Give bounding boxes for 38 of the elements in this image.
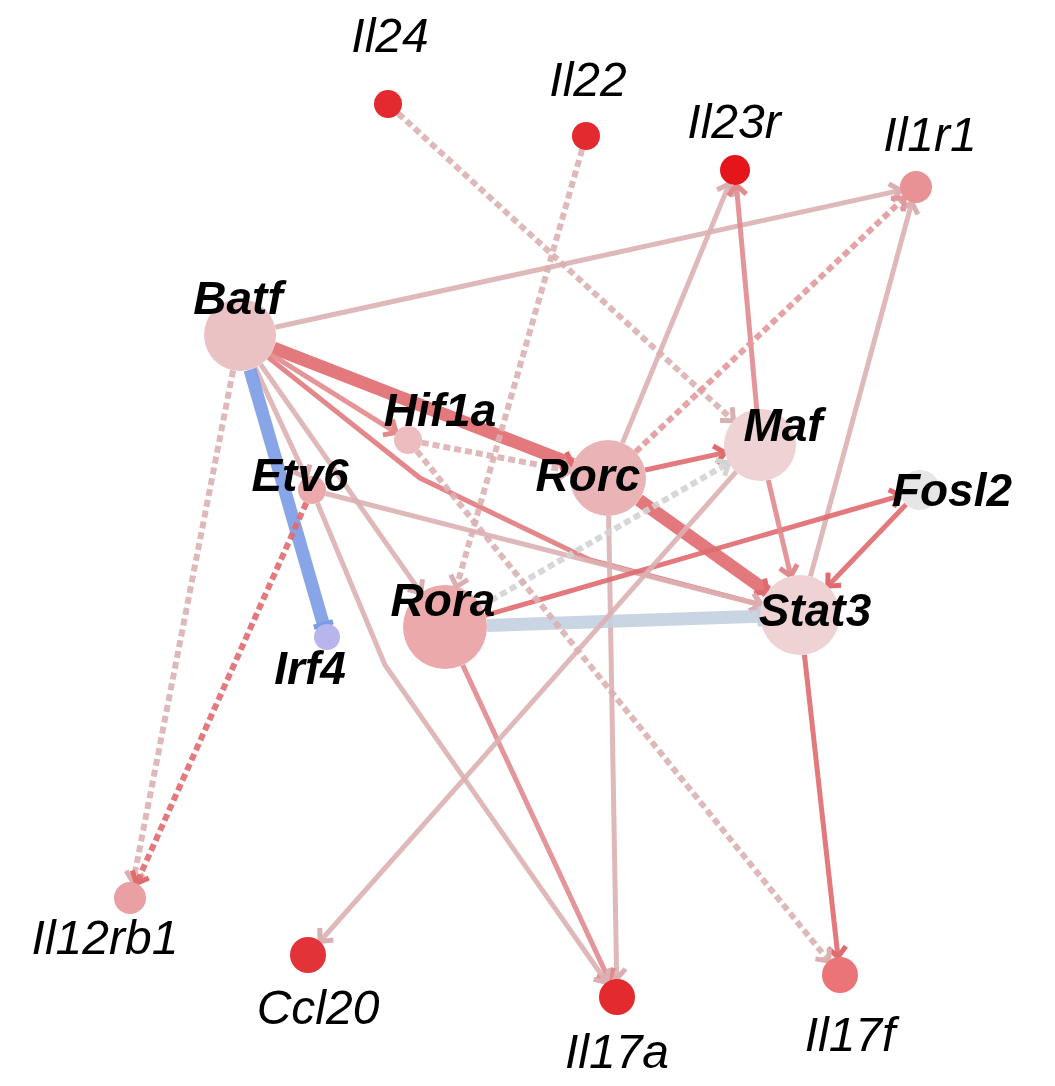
regulation-edge	[633, 195, 907, 455]
gene-label: Irf4	[274, 645, 346, 691]
gene-label: Il23r	[687, 98, 781, 146]
inhibition-edge	[243, 367, 336, 630]
gene-label: Rora	[390, 577, 496, 623]
regulation-edge	[620, 181, 737, 444]
gene-label: Il24	[351, 12, 429, 60]
gene-label: Il1r1	[883, 111, 977, 159]
regulation-edge	[765, 479, 800, 579]
inhibition-edge	[486, 603, 763, 633]
regulation-edge	[801, 654, 849, 960]
regulation-edge	[825, 502, 908, 589]
regulation-edge	[479, 457, 732, 609]
gene-label: Rorc	[535, 452, 641, 498]
gene-label: Il17a	[564, 1028, 670, 1076]
regulation-edge	[129, 501, 310, 886]
regulation-edge	[414, 449, 832, 964]
gene-label: Hif1a	[383, 387, 497, 433]
gene-label: Etv6	[251, 452, 349, 498]
gene-label: Ccl20	[256, 984, 380, 1032]
regulation-edge	[315, 501, 611, 985]
regulation-edge	[274, 181, 903, 330]
regulation-edge	[635, 494, 772, 598]
regulation-edge	[123, 369, 237, 885]
gene-label: Fosl2	[891, 467, 1013, 513]
regulation-edge	[269, 351, 399, 438]
regulation-edge	[808, 199, 921, 578]
regulation-edge	[271, 342, 576, 472]
regulation-edge	[258, 363, 425, 596]
regulation-edge	[448, 148, 586, 590]
gene-label: Stat3	[758, 587, 872, 633]
regulation-edge	[605, 515, 628, 982]
regulation-edge	[725, 182, 760, 410]
regulation-edge	[396, 111, 736, 424]
regulation-edge	[644, 443, 728, 473]
regulation-edge	[317, 470, 738, 945]
gene-label: Il22	[549, 56, 627, 104]
gene-label: Il12rb1	[31, 914, 179, 962]
